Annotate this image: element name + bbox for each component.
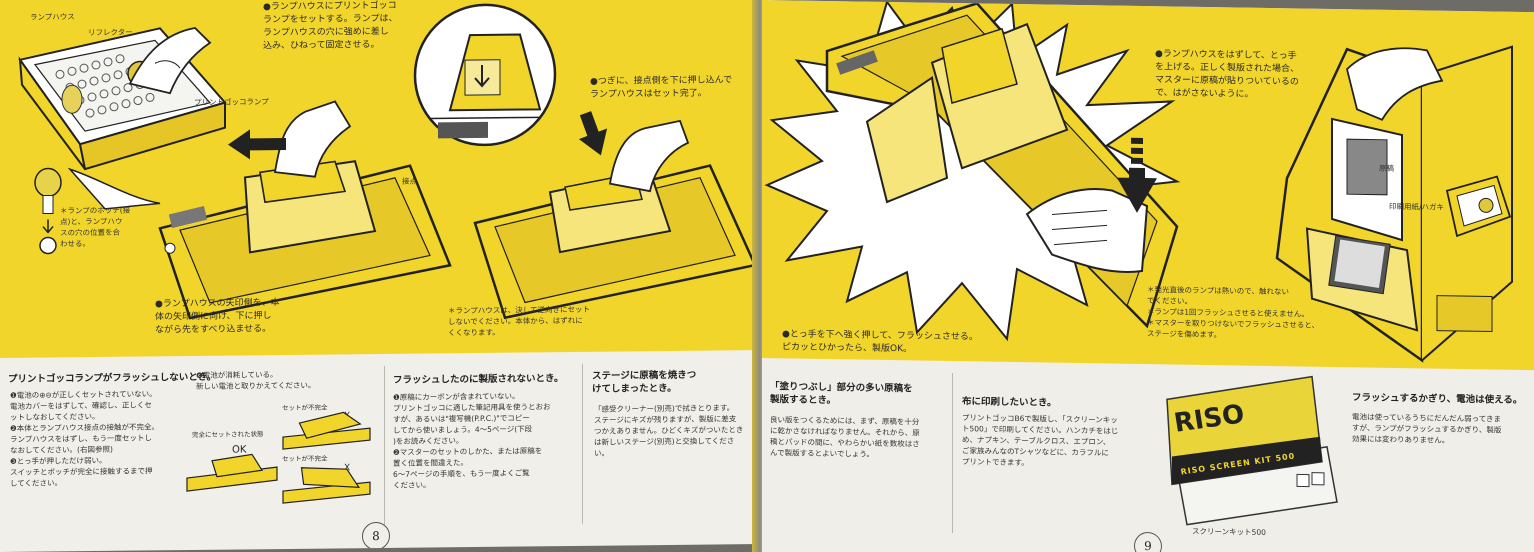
diagram-bad-2 <box>282 467 371 504</box>
label-bad-2: セットが不完全 <box>282 454 328 464</box>
manual-page-left: ランプハウス リフレクター プリントゴッコランプ 接点 ●ランプハウスにプリント… <box>0 0 760 552</box>
safety-notes: ＊発光直後のランプは熱いので、触れないでください。＊ランプは1回フラッシュさせる… <box>1147 285 1320 340</box>
diagram-ok-state <box>186 453 278 492</box>
trouble-battery-life-body: 電池は使っているうちにだんだん弱ってきますが、ランプがフラッシュするかぎり、製版… <box>1352 412 1502 445</box>
trouble-no-flash-title: プリントゴッコランプがフラッシュしないとき。 <box>8 371 217 385</box>
hand-pressing-handle-illustration <box>1025 187 1149 274</box>
callout-original: 原稿 <box>1379 163 1394 173</box>
screen-kit-illustration <box>1166 375 1338 526</box>
trouble-no-plate-body: ❶原稿にカーボンが含まれていない。プリントゴッコに適した筆記用具を使うとおおすが… <box>393 391 551 490</box>
arrow-down-icon <box>578 111 608 156</box>
section-divider <box>952 372 953 534</box>
hand-holding-bulb-illustration <box>128 26 212 95</box>
warning-reverse-set: ＊ランプハウスは、決して逆向きにセットしないでください。本体から、はずれにくくな… <box>448 304 591 338</box>
bulb-tip-illustration <box>34 167 62 255</box>
trouble-stage-burn-title: ステージに原稿を焼きつけてしまったとき。 <box>592 369 697 395</box>
trouble-no-plate-title: フラッシュしたのに製版されないとき。 <box>393 373 564 386</box>
contact-detail-inset <box>413 3 557 147</box>
trouble-no-flash-body: ❶電池の⊕⊖が正しくセットされていない。電池カバーをはずして、確認し、正しくセッ… <box>10 389 159 488</box>
hand-pressing-illustration <box>608 119 690 193</box>
label-bad-1: セットが不完全 <box>282 403 328 413</box>
diagram-bad-1 <box>282 411 371 450</box>
manual-page-right: ●ランプハウスをはずして、とっ手を上げる。正しく製版された場合、マスターに原稿が… <box>762 0 1534 552</box>
trouble-fabric-title: 布に印刷したいとき。 <box>962 396 1057 409</box>
tip-bulb-alignment: ＊ランプのポッチ(接点)と、ランプハウスの穴の位置を合わせる。 <box>60 205 131 249</box>
step-press-contact: ●つぎに、接点側を下に押し込んでランプハウスはセット完了。 <box>590 75 733 100</box>
label-ok-state: 完全にセットされた状態 <box>192 430 264 439</box>
trouble-fabric-body: プリントゴッコB6で製版し、「スクリーンキット500」で印刷してください。ハンカ… <box>962 413 1119 468</box>
page-number: 8 <box>362 521 390 551</box>
trouble-solid-fill-body: 良い版をつくるためには、まず、原稿を十分に乾かさなければなりません。それから、原… <box>770 415 920 459</box>
trouble-stage-burn-body: 「感受クリーナー(別売)で拭きとります。ステージにキズが残りますが、製版に差支つ… <box>594 403 744 458</box>
used-bulb-illustration <box>1445 175 1512 238</box>
callout-contact: 接点 <box>402 176 417 186</box>
callout-lamphouse: ランプハウス <box>30 12 75 22</box>
step-set-bulb: ●ランプハウスにプリントゴッコランプをセットする。ランプは、ランプハウスの穴に強… <box>263 0 398 52</box>
printer-insert-illustration <box>158 160 452 320</box>
step-lift-handle: ●ランプハウスをはずして、とっ手を上げる。正しく製版された場合、マスターに原稿が… <box>1155 49 1300 100</box>
arrow-down-icon <box>1117 137 1157 213</box>
trouble-battery-life-title: フラッシュするかぎり、電池は使える。 <box>1352 392 1523 406</box>
printer-open-illustration <box>1275 45 1513 363</box>
trouble-battery-body: ❹電池が消耗している。新しい電池と取りかえてください。 <box>196 370 316 391</box>
printer-set-illustration <box>473 164 757 320</box>
callout-paper: 印刷用紙/ハガキ <box>1389 201 1445 212</box>
trouble-solid-fill-title: 「塗りつぶし」部分の多い原稿を製版するとき。 <box>770 381 913 407</box>
callout-bulb: プリントゴッコランプ <box>194 97 269 107</box>
callout-reflector: リフレクター <box>88 27 133 38</box>
section-divider <box>582 363 583 524</box>
hand-lifting-illustration <box>1346 47 1444 121</box>
kit-caption: スクリーンキット500 <box>1192 526 1266 537</box>
step-flash: ●とっ手を下へ強く押して、フラッシュさせる。ピカッとひかったら、製版OK。 <box>782 329 978 355</box>
page-number: 9 <box>1134 531 1162 552</box>
section-divider <box>384 365 385 526</box>
arrow-left-icon <box>228 129 286 160</box>
step-slide-lamphouse: ●ランプハウスの矢印側を、本体の矢印側に向け、下に押しながら先をすべり込ませる。 <box>155 298 280 336</box>
